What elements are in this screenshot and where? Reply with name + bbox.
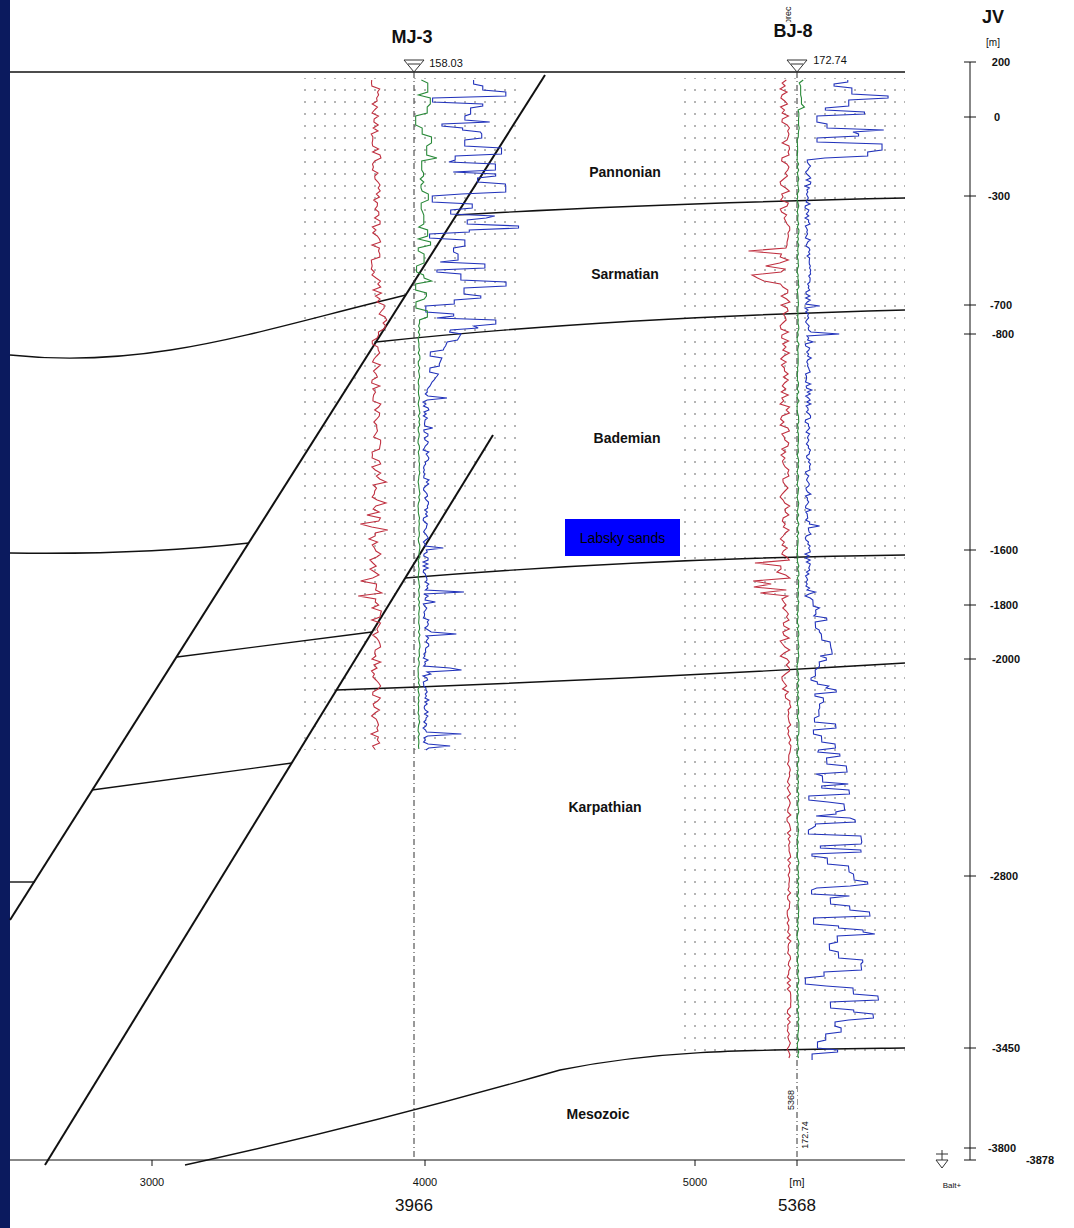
depth-value: 200 [991, 56, 1011, 68]
well-symbol [787, 60, 807, 72]
distance-value: 5000 [682, 1176, 708, 1188]
datum-symbol [936, 1150, 948, 1168]
formation-name: Bademian [593, 431, 662, 446]
axes [10, 62, 976, 1166]
axis-tick [964, 117, 976, 118]
distance-value: 5368 [787, 1089, 797, 1111]
formation-name: Mesozoic [565, 1107, 630, 1122]
depth-value: 0 [993, 111, 1001, 123]
axis-tick [964, 876, 976, 877]
axis-tick [964, 1048, 976, 1049]
axis-tick [425, 1160, 426, 1166]
well-position: 3966 [394, 1197, 434, 1216]
elevation: 158.03 [428, 57, 464, 69]
log-curve [416, 80, 437, 749]
log-grid [683, 78, 905, 1060]
log-curve [797, 80, 804, 1058]
depth-value: -3450 [991, 1042, 1021, 1054]
axis-tick [964, 605, 976, 606]
faults [10, 75, 545, 1165]
depth-value: -700 [989, 299, 1013, 311]
log-curve [805, 80, 888, 1060]
fault-line [10, 75, 545, 920]
axis-tick [695, 1160, 696, 1166]
depth-value: -1600 [989, 544, 1019, 556]
depth-value: -300 [987, 190, 1011, 202]
log-curve [749, 80, 791, 1058]
datum-name: Balt+ [942, 1182, 962, 1191]
sheet [10, 0, 1074, 1228]
axis-tick [964, 1148, 976, 1149]
distance-value: 3000 [139, 1176, 165, 1188]
axis-unit: [m] [985, 37, 1001, 48]
formation-label: Labsky sands [580, 530, 666, 546]
elevation: 172.74 [812, 54, 848, 66]
axis-title: JV [981, 8, 1005, 28]
formation-name: Pannonian [588, 165, 662, 180]
well-name: BJ-8 [772, 22, 813, 42]
horizon-line [336, 663, 905, 690]
depth-value: -3800 [987, 1142, 1017, 1154]
horizon-line [405, 555, 905, 578]
horizon-line [92, 763, 292, 790]
horizon-line [376, 310, 905, 342]
axis-tick [964, 62, 976, 63]
well-name: MJ-3 [390, 28, 433, 48]
well-heads [404, 60, 948, 1168]
depth-value: -3878 [1025, 1154, 1055, 1166]
horizon-line [10, 881, 35, 882]
axis-tick [964, 1160, 976, 1161]
axis-tick [964, 550, 976, 551]
horizon-line [10, 295, 406, 358]
axis-tick [964, 659, 976, 660]
distance-axis [10, 1160, 905, 1161]
well-line [414, 72, 415, 1160]
log-curve [358, 80, 388, 749]
axis-tick [964, 334, 976, 335]
log-grid [303, 78, 523, 750]
log-curve [423, 80, 519, 750]
well-position: 5368 [777, 1197, 817, 1216]
well-logs [358, 80, 888, 1060]
depth-value: -800 [991, 328, 1015, 340]
well-lines [414, 72, 797, 1160]
well-symbol [404, 60, 424, 72]
axis-tick [964, 305, 976, 306]
formation-box: Labsky sands [565, 519, 680, 556]
axis-tick [152, 1160, 153, 1166]
depth-value: -2800 [989, 870, 1019, 882]
horizon-line [177, 632, 372, 657]
depth-value: -2000 [991, 653, 1021, 665]
axis-unit: [m] [788, 1176, 805, 1188]
depth-value: -1800 [989, 599, 1019, 611]
elevation: 172.74 [801, 1120, 811, 1150]
horizons [10, 72, 905, 1165]
depth-axis [970, 62, 971, 1160]
axis-tick [964, 196, 976, 197]
surface-line [10, 71, 905, 72]
formation-name: Karpathian [567, 800, 642, 815]
axis-tick [797, 1160, 798, 1166]
horizon-line [10, 543, 249, 553]
distance-value: 4000 [412, 1176, 438, 1188]
formation-name: Sarmatian [590, 267, 660, 282]
horizon-line [456, 198, 905, 215]
